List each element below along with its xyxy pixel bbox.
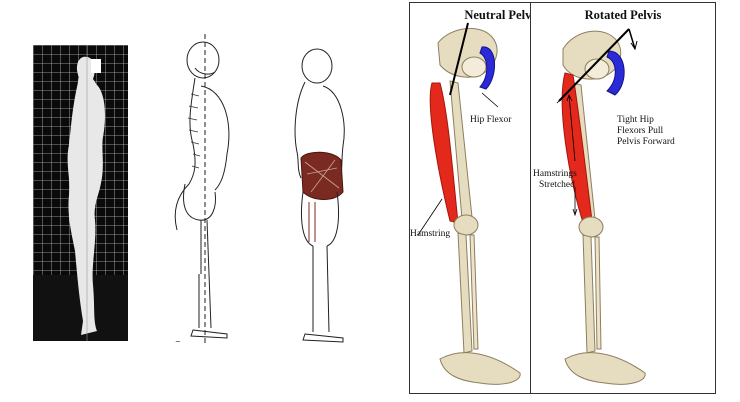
muscle-posture-drawing [283, 42, 353, 346]
hamstrings-stretched-label-line2: Stretched [539, 180, 575, 190]
posture-photo [33, 45, 128, 341]
hamstrings-stretched-label-line1: Hamstrings [533, 169, 577, 179]
tight-hip-flexors-label-line1: Tight Hip [617, 115, 654, 125]
skeleton-posture-drawing: ~ [165, 34, 257, 346]
rotated-pelvis-title: Rotated Pelvis [584, 8, 662, 22]
neutral-pelvis-title: Neutral Pelvis [464, 8, 540, 22]
rotated-pelvis-panel: Rotated Pelvis Tight Hip Flexors Pull Pe… [530, 2, 716, 394]
hip-flexor-label: Hip Flexor [470, 115, 512, 125]
hamstring-label: Hamstring [410, 229, 451, 239]
tight-hip-flexors-label-line2: Flexors Pull [617, 126, 664, 136]
svg-text:~: ~ [175, 338, 181, 346]
tight-hip-flexors-label-line3: Pelvis Forward [617, 137, 675, 147]
